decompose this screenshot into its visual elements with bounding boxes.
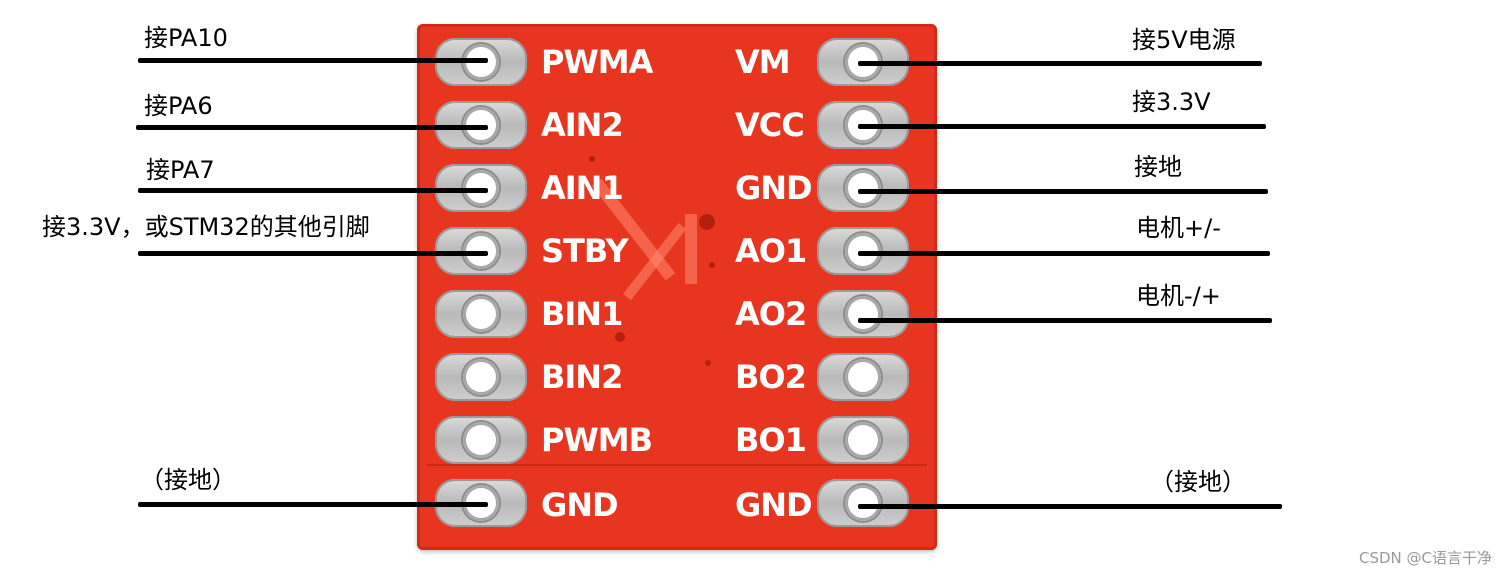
pin-pad-left-5	[435, 290, 527, 338]
wire-vm	[858, 61, 1262, 66]
wire-ao2	[858, 318, 1272, 323]
pin-hole	[845, 422, 881, 458]
annotation-pa10: 接PA10	[144, 24, 228, 52]
pcb-trace	[685, 214, 697, 284]
pin-hole	[845, 170, 881, 206]
pin-pad-left-7	[435, 416, 527, 464]
pin-hole	[463, 359, 499, 395]
wire-ain2	[136, 125, 488, 130]
annotation-5v: 接5V电源	[1132, 26, 1236, 54]
pin-pad-right-5	[817, 290, 909, 338]
wire-ain1	[138, 188, 488, 193]
annotation-gnd-left: （接地）	[140, 466, 236, 494]
annotation-gnd-right: （接地）	[1150, 468, 1246, 496]
wire-pwma	[138, 58, 488, 63]
wire-gnd	[858, 189, 1268, 194]
annotation-3v3: 接3.3V	[1132, 88, 1211, 116]
silk-label-gnd-left: GND	[541, 486, 619, 524]
annotation-motor-a: 电机+/-	[1136, 214, 1221, 242]
silk-label-pwmb: PWMB	[541, 421, 653, 459]
silk-label-vm: VM	[735, 43, 791, 81]
pin-hole	[463, 422, 499, 458]
board-edge-line	[427, 464, 927, 466]
pin-hole	[845, 296, 881, 332]
pin-hole	[845, 359, 881, 395]
annotation-gnd: 接地	[1134, 153, 1182, 181]
silk-label-bo2: BO2	[735, 358, 807, 396]
pcb-via	[705, 360, 711, 366]
wire-vcc	[858, 124, 1266, 129]
pin-pad-right-6	[817, 353, 909, 401]
annotation-motor-b: 电机-/+	[1136, 282, 1221, 310]
watermark: CSDN @C语言干净	[1358, 549, 1492, 567]
annotation-pa6: 接PA6	[144, 92, 213, 120]
tb6612-module-board: PWMA AIN2 AIN1 STBY BIN1 BIN2 PWMB GND V…	[417, 24, 937, 550]
annotation-pa7: 接PA7	[146, 156, 215, 184]
pcb-via	[589, 156, 595, 162]
wire-gnd-left	[138, 502, 488, 507]
silk-label-ain1: AIN1	[541, 169, 624, 207]
wire-gnd-right	[858, 504, 1282, 509]
pin-hole	[845, 485, 881, 521]
silk-label-gnd-right: GND	[735, 486, 813, 524]
pin-pad-left-6	[435, 353, 527, 401]
wire-ao1	[858, 251, 1270, 256]
silk-label-gnd: GND	[735, 169, 813, 207]
pcb-via	[709, 262, 715, 268]
annotation-stby-note: 接3.3V，或STM32的其他引脚	[42, 213, 370, 241]
pcb-via	[615, 332, 625, 342]
wire-stby	[138, 251, 488, 256]
pin-hole	[463, 296, 499, 332]
silk-label-ao2: AO2	[735, 295, 807, 333]
silk-label-bin2: BIN2	[541, 358, 623, 396]
silk-label-ain2: AIN2	[541, 106, 624, 144]
silk-label-ao1: AO1	[735, 232, 807, 270]
pin-pad-right-3	[817, 164, 909, 212]
silk-label-stby: STBY	[541, 232, 629, 270]
pin-pad-right-8	[817, 479, 909, 527]
silk-label-vcc: VCC	[735, 106, 805, 144]
silk-label-pwma: PWMA	[541, 43, 653, 81]
silk-label-bin1: BIN1	[541, 295, 623, 333]
pin-pad-right-7	[817, 416, 909, 464]
silk-label-bo1: BO1	[735, 421, 807, 459]
pcb-via	[699, 214, 715, 230]
